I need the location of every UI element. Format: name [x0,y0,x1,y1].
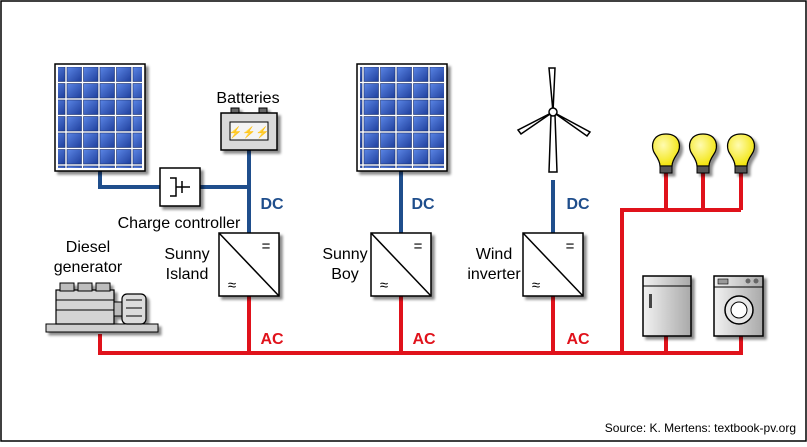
inverter-ac-symbol: ≈ [228,277,236,294]
dc-wiring [98,150,555,233]
battery-icon: ⚡⚡⚡ [220,107,278,151]
wind-inverter-label-line1: Wind [476,246,512,263]
light-bulb-icon [688,133,718,174]
source-caption: Source: K. Mertens: textbook-pv.org [605,421,796,435]
solar-panel-icon [356,63,448,172]
washing-machine-icon [713,275,764,337]
charge-controller-icon [159,167,201,207]
sunny-island-label-line2: Island [166,266,209,283]
dc-label-boy: DC [411,196,435,213]
wind-inverter-label-line2: inverter [467,266,521,283]
battery-symbol: ⚡⚡⚡ [228,126,269,139]
inverter-ac-symbol: ≈ [380,277,388,294]
inverter-dc-symbol: = [566,238,575,255]
inverter-dc-symbol: = [262,238,271,255]
sunny-boy-label-line1: Sunny [322,246,367,263]
inverter-icon [522,232,584,297]
ac-bus-line [98,334,743,355]
ac-label-island: AC [260,331,284,348]
dc-label-island: DC [260,196,284,213]
inverter-dc-symbol: = [414,238,423,255]
ac-wiring [98,172,743,355]
sunny-boy-label-line2: Boy [331,266,359,283]
diesel-label-line1: Diesel [66,239,110,256]
diesel-label-line2: generator [54,259,123,276]
ac-label-boy: AC [412,331,436,348]
refrigerator-icon [642,275,692,337]
wind-turbine-icon [516,67,592,173]
diesel-generator-icon [45,282,159,333]
dc-label-wind: DC [566,196,590,213]
inverter-icon [370,232,432,297]
dc-line-panel1 [98,170,160,189]
ac-label-wind: AC [566,331,590,348]
solar-panel-icon [54,63,146,172]
sunny-island-label-line1: Sunny [164,246,209,263]
light-bulb-icon [726,133,756,174]
light-bulb-icon [651,133,681,174]
inverter-ac-symbol: ≈ [532,277,540,294]
batteries-label: Batteries [216,90,279,107]
charge-controller-label: Charge controller [118,215,241,232]
inverter-icon [218,232,280,297]
